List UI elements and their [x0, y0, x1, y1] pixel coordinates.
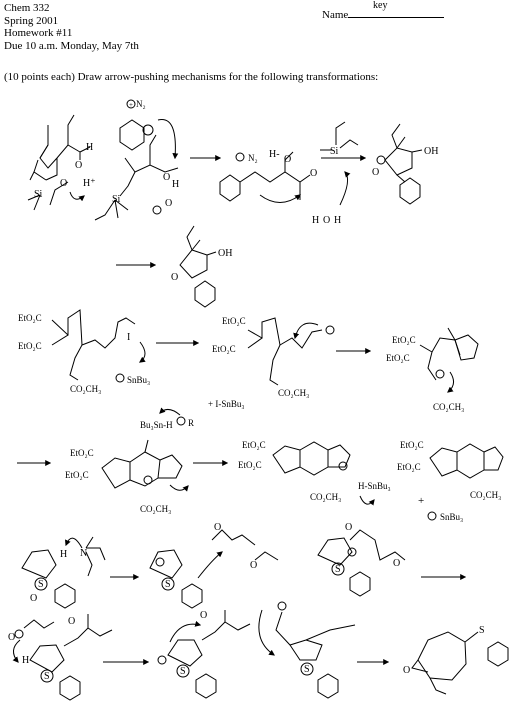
course-title: Chem 332 [4, 2, 50, 14]
intermediate-2a: EtO₂C EtO₂C CO₂CH₃ + I-SnBu₃ [208, 316, 335, 409]
label-o-5b: O [250, 560, 257, 571]
label-o-epoxide: O [403, 665, 410, 676]
label-o-2: O [163, 172, 170, 183]
label-h-snbu3: H-SnBu₃ [358, 481, 391, 491]
label-o-ring-2: O [171, 272, 178, 283]
label-snbu3: SnBu₃ [127, 375, 150, 385]
label-co2ch3-6: CO₂CH₃ [470, 490, 501, 500]
intermediate-3c: S O [157, 610, 251, 699]
intermediate-2c: EtO₂C EtO₂C CO₂CH₃ [65, 439, 189, 514]
label-o-4b: O [214, 522, 221, 533]
label-o-7: O [393, 558, 400, 569]
name-line [348, 6, 445, 18]
product-1-final: OH O [171, 225, 232, 308]
name-field: Name [322, 6, 445, 21]
label-si-3: Si [330, 146, 339, 157]
product-3: O S [403, 625, 509, 695]
label-h-water-2: H [334, 215, 341, 226]
term: Spring 2001 [4, 14, 59, 27]
label-o-5: O [310, 168, 317, 179]
intermediate-3d: S [258, 601, 356, 699]
label-h-plus: H⁺ [83, 178, 96, 189]
label-h-water: H [312, 215, 319, 226]
label-eto2c-6: EtO₂C [386, 353, 410, 363]
label-o-water: O [323, 215, 330, 226]
label-eto2c-12: EtO₂C [397, 462, 421, 472]
label-i: I [127, 332, 130, 343]
label-eto2c-11: EtO₂C [400, 440, 424, 450]
molecule-3: S O H N [21, 536, 106, 609]
label-h-4: H [22, 655, 29, 666]
label-plus: + [418, 495, 424, 507]
header: Chem 332 Spring 2001 Homework #11 Due 10… [4, 2, 139, 52]
label-n: N [80, 548, 87, 559]
label-r: R [188, 418, 194, 428]
label-si: Si [34, 189, 43, 200]
intermediate-1: N₂ H- O Si O H O H [219, 121, 359, 226]
molecule-2: EtO₂C EtO₂C I CO₂CH₃ SnBu₃ Bu₃Sn-H R [18, 309, 194, 430]
label-si-2: Si [112, 194, 121, 205]
intermediate-3b: S O O [317, 522, 406, 597]
intermediate-3a: S O O [149, 522, 279, 609]
label-eto2c-8: EtO₂C [65, 470, 89, 480]
label-h-2: H [172, 179, 179, 190]
label-co2ch3-4: CO₂CH₃ [140, 504, 171, 514]
label-o-ring: O [372, 167, 379, 178]
label-eto2c-2: EtO₂C [18, 341, 42, 351]
label-n2-b: N₂ [248, 153, 258, 163]
label-s-7: S [479, 625, 485, 636]
homework-number: Homework #11 [4, 27, 73, 39]
label-eto2c-7: EtO₂C [70, 448, 94, 458]
label-eto2c-10: EtO₂C [238, 460, 262, 470]
molecule-3c: O H S O [8, 614, 113, 701]
label-o-sulf: O [30, 593, 37, 604]
diazonium-attack: + N₂ Si O H O [94, 99, 179, 221]
label-eto2c-4: EtO₂C [212, 344, 236, 354]
label-co2ch3-3: CO₂CH₃ [433, 402, 464, 412]
label-eto2c-5: EtO₂C [392, 335, 416, 345]
label-co2ch3-1: CO₂CH₃ [70, 384, 101, 394]
instructions: (10 points each) Draw arrow-pushing mech… [4, 71, 379, 83]
label-eto2c-9: EtO₂C [242, 440, 266, 450]
label-bu3sn-h: Bu₃Sn-H [140, 420, 173, 430]
product-2: EtO₂C EtO₂C CO₂CH₃ + SnBu₃ [397, 440, 504, 522]
label-oh: OH [424, 146, 438, 157]
label-o-acetate: O [8, 632, 15, 643]
label-s-4: S [44, 671, 50, 682]
due-date: Due 10 a.m. Monday, May 7th [4, 39, 139, 52]
label-o-ketone-2: O [200, 610, 207, 621]
intermediate-2d: EtO₂C EtO₂C CO₂CH₃ H-SnBu₃ [238, 440, 391, 506]
label-s-5: S [180, 666, 186, 677]
label-co2ch3-2: CO₂CH₃ [278, 388, 309, 398]
charge-plus: + [129, 101, 133, 109]
label-o: O [75, 160, 82, 171]
label-n2: N₂ [136, 99, 146, 109]
key-label: key [373, 0, 388, 11]
product-1: OH O [372, 123, 438, 205]
label-o-3: O [165, 198, 172, 209]
label-s-2: S [165, 579, 171, 590]
label-s-3: S [335, 564, 341, 575]
label-co2ch3-5: CO₂CH₃ [310, 492, 341, 502]
intermediate-2b: EtO₂C EtO₂C CO₂CH₃ [386, 327, 479, 412]
molecule-1: H O O Si H⁺ [27, 114, 96, 211]
label-o-4: O [284, 154, 291, 165]
label-i-snbu3: + I-SnBu₃ [208, 399, 244, 409]
label-snbu3-2: SnBu₃ [440, 512, 463, 522]
label-s-6: S [304, 664, 310, 675]
label-eto2c-1: EtO₂C [18, 313, 42, 323]
label-o-ketone: O [68, 616, 75, 627]
label-oh-2: OH [218, 248, 232, 259]
label-o-6: O [345, 522, 352, 533]
label-o-ether: O [60, 178, 67, 189]
label-s: S [38, 579, 44, 590]
label-h-dash: H- [269, 149, 280, 160]
label-h: H [86, 142, 93, 153]
label-h-3: H [60, 549, 67, 560]
label-eto2c-3: EtO₂C [222, 316, 246, 326]
name-label: Name [322, 9, 349, 21]
